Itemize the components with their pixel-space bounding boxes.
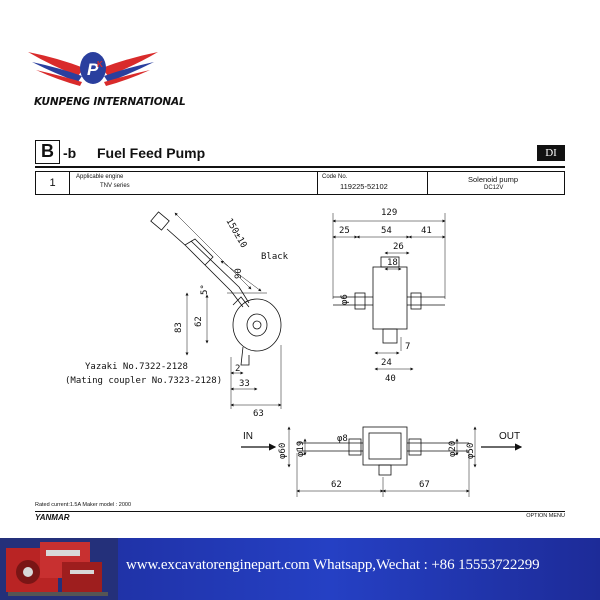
wire-color: Black bbox=[261, 252, 289, 262]
di-badge: DI bbox=[537, 145, 565, 161]
in-label: IN bbox=[243, 431, 253, 442]
kp-wings-logo-icon: P K bbox=[28, 52, 158, 86]
applicable-label: Applicable engine bbox=[76, 174, 124, 180]
type-cell: Solenoid pump DC12V bbox=[428, 172, 564, 194]
sheet-title: Fuel Feed Pump bbox=[97, 145, 206, 161]
section-letter: B bbox=[35, 140, 60, 164]
svg-text:P: P bbox=[87, 60, 99, 79]
section-sub: -b bbox=[63, 145, 77, 161]
pump-body-outline bbox=[232, 298, 282, 352]
pump-top-body bbox=[372, 266, 408, 330]
coupler-note: (Mating coupler No.7323-2128) bbox=[65, 376, 222, 386]
info-row: 1 Applicable engine TNV series Code No. … bbox=[35, 171, 565, 195]
dim-25: 25 bbox=[339, 226, 350, 236]
footer-divider bbox=[35, 511, 565, 512]
company-name: KUNPENG INTERNATIONAL bbox=[34, 96, 186, 108]
dim-40: 40 bbox=[385, 374, 396, 384]
brand-label: YANMAR bbox=[35, 513, 70, 522]
dim-phi50: φ50 bbox=[466, 443, 476, 459]
dim-90: 90 bbox=[234, 268, 244, 279]
header-divider bbox=[35, 166, 565, 168]
pump-drawing: 150±10 Black 90 5° 62 83 2 33 63 Yazaki … bbox=[65, 208, 523, 497]
dim-63: 63 bbox=[253, 409, 264, 419]
code-cell: Code No. 119225-52102 bbox=[318, 172, 428, 194]
voltage: DC12V bbox=[484, 185, 504, 191]
dim-67: 67 bbox=[419, 480, 430, 490]
contact-banner: www.excavatorenginepart.com Whatsapp,Wec… bbox=[0, 538, 600, 600]
dim-7: 7 bbox=[405, 342, 410, 352]
applicable-cell: Applicable engine TNV series bbox=[70, 172, 318, 194]
dim-phi20: φ20 bbox=[448, 441, 458, 457]
rated-note: Rated current:1.5A Maker model : 2000 bbox=[35, 502, 131, 508]
dim-62-bottom: 62 bbox=[331, 480, 342, 490]
row-number: 1 bbox=[36, 172, 70, 194]
dim-2: 2 bbox=[235, 364, 240, 374]
company-logo: P K KUNPENG INTERNATIONAL bbox=[18, 40, 186, 120]
yazaki-note: Yazaki No.7322-2128 bbox=[85, 362, 188, 372]
code-value: 119225-52102 bbox=[340, 182, 388, 191]
diesel-engine-photo-icon bbox=[0, 538, 118, 600]
pump-type: Solenoid pump bbox=[468, 175, 519, 184]
dim-83: 83 bbox=[174, 322, 184, 333]
angle-5: 5° bbox=[200, 284, 210, 295]
option-menu-label: OPTION MENU bbox=[526, 513, 565, 519]
code-label: Code No. bbox=[322, 174, 348, 180]
coupler-shape bbox=[150, 211, 170, 231]
dim-62-left: 62 bbox=[194, 316, 204, 327]
out-label: OUT bbox=[499, 431, 520, 442]
dim-33: 33 bbox=[239, 379, 250, 389]
contact-text: www.excavatorenginepart.com Whatsapp,Wec… bbox=[126, 557, 540, 573]
dim-lead: 150±10 bbox=[223, 217, 248, 250]
dim-phi19: φ19 bbox=[296, 441, 306, 457]
svg-text:K: K bbox=[97, 60, 103, 69]
dim-phi8: φ8 bbox=[337, 434, 348, 444]
dim-18: 18 bbox=[387, 258, 398, 268]
dim-phi60: φ60 bbox=[278, 443, 288, 459]
dim-129: 129 bbox=[381, 208, 397, 218]
applicable-value: TNV series bbox=[100, 183, 130, 189]
spec-sheet: B -b Fuel Feed Pump DI 1 Applicable engi… bbox=[35, 140, 565, 522]
dim-54: 54 bbox=[381, 226, 392, 236]
dim-41: 41 bbox=[421, 226, 432, 236]
dim-24: 24 bbox=[381, 358, 392, 368]
dim-phi6: φ6 bbox=[340, 294, 350, 305]
dim-26: 26 bbox=[393, 242, 404, 252]
